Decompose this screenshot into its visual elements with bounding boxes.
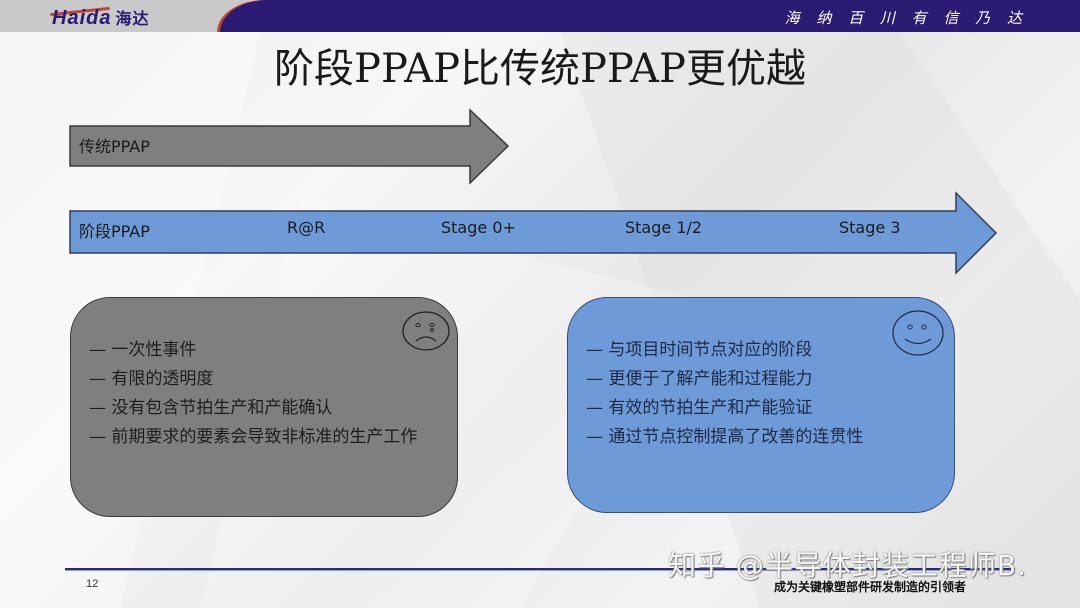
logo-latin: Haida — [52, 7, 112, 29]
list-item: — 没有包含节拍生产和产能确认 — [89, 398, 333, 418]
stage-label-rar: R@R — [287, 218, 326, 237]
stage-label-stage-3: Stage 3 — [839, 218, 901, 237]
traditional-ppap-arrow: 传统PPAP — [68, 108, 512, 186]
list-item: — 有效的节拍生产和产能验证 — [586, 398, 813, 418]
watermark: 知乎 @半导体封装工程师B. — [668, 549, 1028, 582]
stage-label-stage-1-2: Stage 1/2 — [625, 218, 703, 237]
sad-face-icon — [402, 311, 450, 351]
footer-divider — [65, 568, 1015, 570]
traditional-ppap-card: — 一次性事件 — 有限的透明度 — 没有包含节拍生产和产能确认 — 前期要求的… — [70, 297, 458, 517]
happy-face-icon — [892, 310, 944, 356]
list-item: — 更便于了解产能和过程能力 — [586, 369, 813, 389]
slogan: 海 纳 百 川 有 信 乃 达 — [784, 9, 1028, 27]
list-item: — 前期要求的要素会导致非标准的生产工作 — [89, 427, 418, 447]
page-number: 12 — [86, 578, 99, 590]
arrow-right-icon — [69, 191, 998, 275]
staged-ppap-card: — 与项目时间节点对应的阶段 — 更便于了解产能和过程能力 — 有效的节拍生产和… — [567, 297, 955, 513]
list-item: — 通过节点控制提高了改善的连贯性 — [586, 427, 864, 447]
list-item: — 一次性事件 — [89, 340, 197, 360]
list-item: — 有限的透明度 — [89, 369, 214, 389]
arrow-right-icon — [69, 108, 510, 185]
footer-tagline: 成为关键橡塑部件研发制造的引领者 — [774, 580, 967, 594]
staged-ppap-arrow: 阶段PPAP R@R Stage 0+ Stage 1/2 Stage 3 — [68, 191, 1000, 275]
stage-label-staged-ppap: 阶段PPAP — [79, 222, 150, 241]
traditional-ppap-label: 传统PPAP — [79, 137, 150, 156]
stage-label-stage-0: Stage 0+ — [441, 218, 516, 237]
list-item: — 与项目时间节点对应的阶段 — [586, 340, 813, 360]
traditional-ppap-list: — 一次性事件 — 有限的透明度 — 没有包含节拍生产和产能确认 — 前期要求的… — [89, 336, 437, 452]
staged-ppap-list: — 与项目时间节点对应的阶段 — 更便于了解产能和过程能力 — 有效的节拍生产和… — [586, 336, 934, 452]
header-band — [220, 0, 1080, 32]
slide-title: 阶段PPAP比传统PPAP更优越 — [274, 46, 806, 92]
logo-cn: 海达 — [115, 11, 150, 28]
